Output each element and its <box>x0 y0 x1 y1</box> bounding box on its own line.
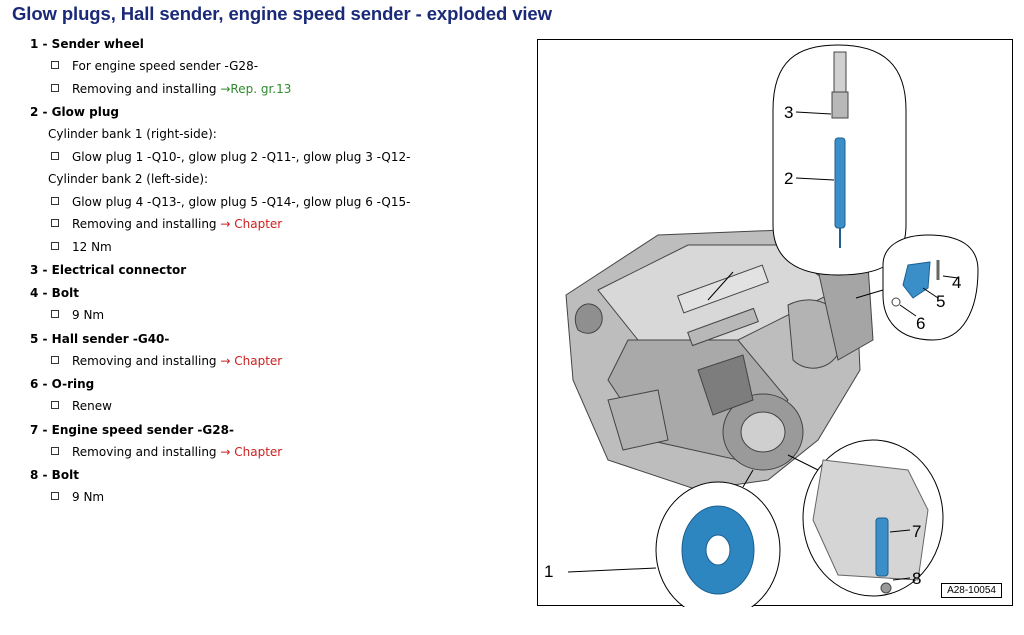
checkbox-bullet-icon <box>51 446 59 455</box>
row-text: Cylinder bank 2 (left-side): <box>48 172 209 186</box>
callout-7: 7 <box>912 522 921 541</box>
part-title: 2 - Glow plug <box>30 105 119 119</box>
checkbox-bullet-icon <box>51 83 59 92</box>
callout-4: 4 <box>952 273 961 292</box>
part-title: 4 - Bolt <box>30 286 79 300</box>
checkbox-bullet-icon <box>51 196 59 205</box>
callout-3: 3 <box>784 103 793 122</box>
part-title: 1 - Sender wheel <box>30 37 144 51</box>
checkbox-bullet-icon <box>51 61 59 69</box>
part-title: 8 - Bolt <box>30 468 79 482</box>
glow-plug-detail-bubble <box>707 44 907 301</box>
callout-1: 1 <box>544 562 553 581</box>
checkbox-bullet-icon <box>51 310 59 318</box>
exploded-view-drawing: 1 2 3 4 5 6 7 8 <box>544 44 979 607</box>
part-item: 8 - Bolt 9 Nm <box>30 466 530 509</box>
part-title: 7 - Engine speed sender -G28- <box>30 422 234 437</box>
bullet-row: Glow plug 1 -Q10-, glow plug 2 -Q11-, gl… <box>30 146 530 169</box>
part-item: 5 - Hall sender -G40- Removing and instal… <box>30 330 530 373</box>
callout-numbers: 1 2 3 4 5 6 7 8 <box>544 103 961 588</box>
part-title: 5 - Hall sender -G40- <box>30 331 170 346</box>
chapter-link[interactable]: → Chapter <box>220 444 283 459</box>
hall-sender-detail-bubble <box>855 234 979 341</box>
row-text: Removing and installing <box>72 81 221 96</box>
bullet-row: Renew <box>30 395 530 418</box>
part-title: 3 - Electrical connector <box>30 263 187 277</box>
subheading-row: Cylinder bank 2 (left-side): <box>30 168 530 191</box>
bullet-row: Removing and installing → Chapter <box>30 213 530 236</box>
figure-id-label: A28-10054 <box>941 583 1002 598</box>
row-text: Removing and installing <box>72 353 221 368</box>
bullet-row: Glow plug 4 -Q13-, glow plug 5 -Q14-, gl… <box>30 191 530 214</box>
row-text: 12 Nm <box>72 239 112 254</box>
bullet-row: 12 Nm <box>30 236 530 259</box>
checkbox-bullet-icon <box>51 219 59 227</box>
row-text: Removing and installing <box>72 217 221 231</box>
subheading-row: Cylinder bank 1 (right-side): <box>30 123 530 146</box>
chapter-link[interactable]: → Chapter <box>220 353 283 368</box>
checkbox-bullet-icon <box>51 492 59 500</box>
part-title: 6 - O-ring <box>30 377 95 391</box>
row-text: Glow plug 4 -Q13-, glow plug 5 -Q14-, gl… <box>72 194 411 209</box>
page-title: Glow plugs, Hall sender, engine speed se… <box>12 3 552 24</box>
engine-illustration <box>565 229 874 491</box>
row-text: 9 Nm <box>72 308 105 322</box>
bullet-row: Removing and installing → Chapter <box>30 350 530 373</box>
row-text: Renew <box>72 399 112 413</box>
checkbox-bullet-icon <box>51 241 59 250</box>
callout-6: 6 <box>916 314 925 333</box>
chapter-link[interactable]: → Chapter <box>220 217 283 231</box>
bullet-row: 9 Nm <box>30 486 530 509</box>
exploded-view-figure: 1 2 3 4 5 6 7 8 A28-10054 <box>537 39 1013 607</box>
part-item: 7 - Engine speed sender -G28- Removing an… <box>30 421 530 464</box>
bullet-row: For engine speed sender -G28- <box>30 55 530 78</box>
bullet-row: Removing and installing →Rep. gr.13 <box>30 78 530 101</box>
row-text: For engine speed sender -G28- <box>72 59 259 73</box>
part-item: 4 - Bolt 9 Nm <box>30 284 530 327</box>
sender-wheel-detail-bubble <box>567 469 781 607</box>
row-text: Glow plug 1 -Q10-, glow plug 2 -Q11-, gl… <box>72 149 411 164</box>
checkbox-bullet-icon <box>51 401 59 409</box>
row-text: Removing and installing <box>72 444 221 459</box>
callout-2: 2 <box>784 169 793 188</box>
callout-5: 5 <box>936 292 945 311</box>
bullet-row: Removing and installing → Chapter <box>30 441 530 464</box>
row-text: 9 Nm <box>72 490 105 504</box>
checkbox-bullet-icon <box>51 151 59 160</box>
chapter-link[interactable]: →Rep. gr.13 <box>220 81 292 96</box>
callout-8: 8 <box>912 569 921 588</box>
row-text: Cylinder bank 1 (right-side): <box>48 127 217 141</box>
speed-sender-detail-bubble <box>787 439 944 597</box>
checkbox-bullet-icon <box>51 355 59 364</box>
bullet-row: 9 Nm <box>30 304 530 327</box>
part-item: 3 - Electrical connector <box>30 261 530 281</box>
